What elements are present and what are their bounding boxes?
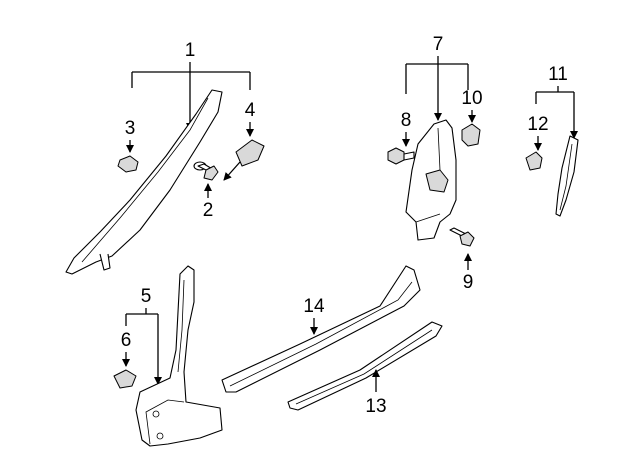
b-pillar-edge [415,127,441,223]
callout-8: 8 [401,110,412,131]
a-pillar-trim-part [65,89,223,275]
clip-3-part [117,155,139,173]
leader-11 [535,86,574,138]
callout-12: 12 [527,114,548,135]
callout-5: 5 [141,286,152,307]
cap-4-part [235,139,265,167]
callout-3: 3 [125,118,136,139]
c-pillar-edge [559,143,573,211]
kick-panel-group: 5 6 [113,265,223,447]
bolt-8-part [387,147,415,165]
front-scuff-plate-part [221,265,421,393]
kick-panel-part [135,265,223,447]
front-scuff-edge [229,281,413,387]
c-pillar-trim-group: 11 12 [525,64,579,217]
callout-6: 6 [121,330,132,351]
kick-hole-2 [156,432,164,440]
pillar-edge-line [81,97,209,263]
kick-panel-edge [145,279,185,445]
clip-6-part [113,369,137,389]
leader-7 [405,56,469,120]
callout-7: 7 [433,34,444,55]
front-scuff-plate-group: 14 [221,265,421,393]
callout-4: 4 [245,100,256,121]
leader-4b [223,161,241,181]
c-pillar-trim-part [555,135,579,217]
callout-9: 9 [463,272,474,293]
pillar-tab [99,253,111,271]
leader-1 [131,62,251,130]
clip-12-part [525,151,543,171]
kick-hole-1 [152,410,160,418]
a-pillar-trim-group: 1 3 4 2 [65,40,265,275]
callout-2: 2 [203,200,214,221]
bolt-9-part [449,227,475,247]
callout-1: 1 [185,40,196,61]
rear-scuff-edge [295,329,433,405]
rear-scuff-plate-group: 13 [287,321,443,417]
clip-10-part [461,123,481,147]
bolt-2-part [193,161,219,181]
callout-10: 10 [461,88,482,109]
callout-13: 13 [365,396,386,417]
callout-11: 11 [548,64,568,85]
b-pillar-trim-group: 7 8 10 9 [387,34,483,293]
callout-14: 14 [303,296,325,317]
rear-scuff-plate-part [287,321,443,411]
b-pillar-recess [425,169,449,193]
leader-5 [125,308,158,384]
